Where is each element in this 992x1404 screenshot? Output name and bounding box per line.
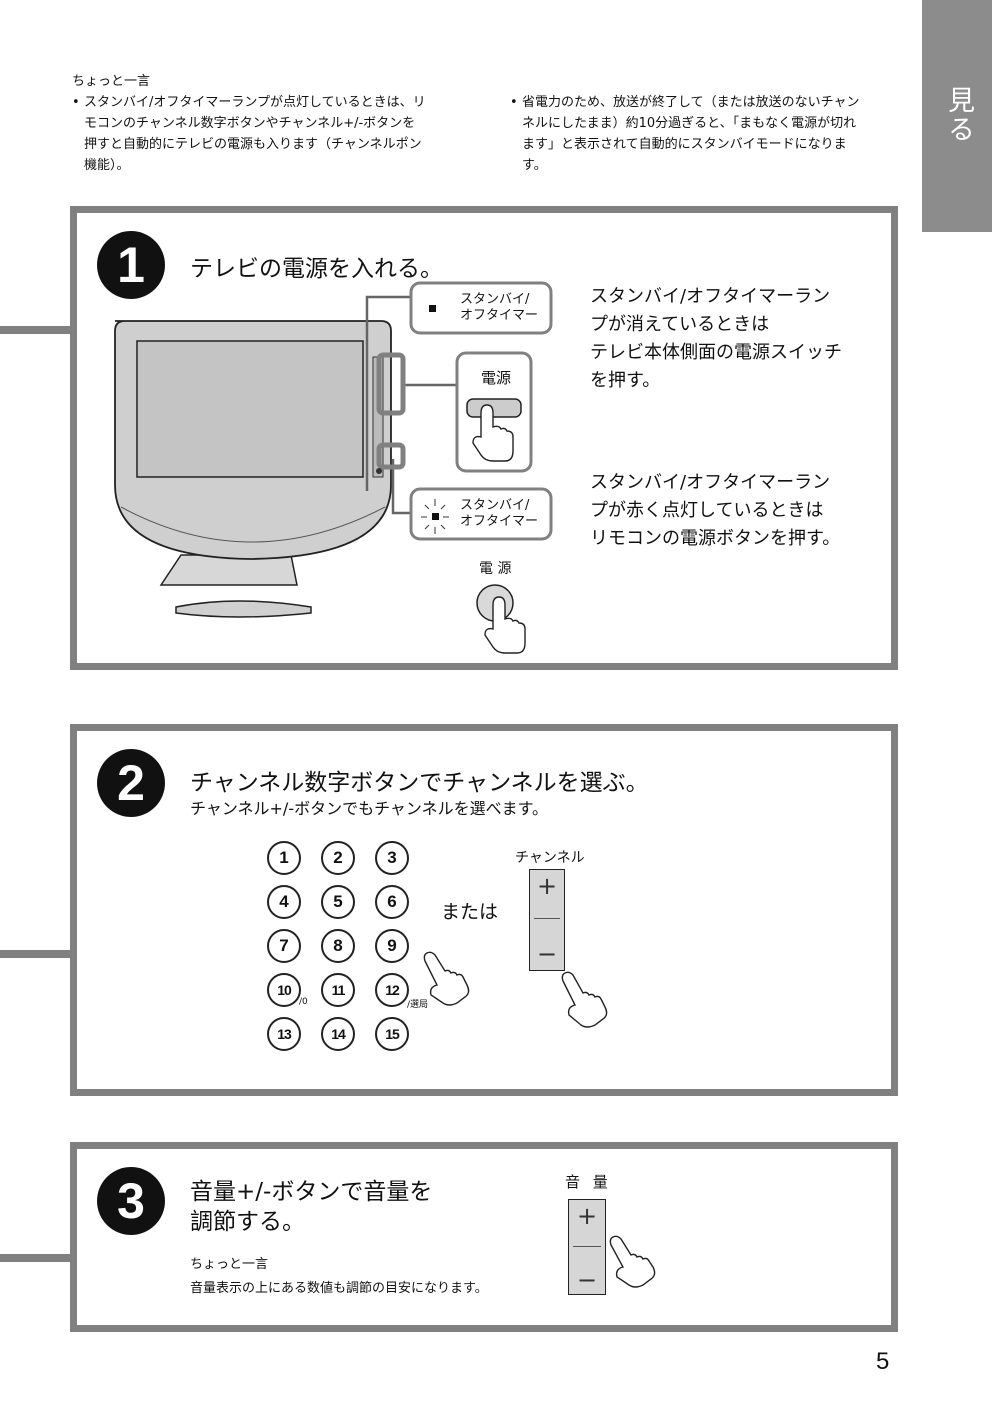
tip-line: モコンのチャンネル数字ボタンやチャンネル+/-ボタンを: [84, 116, 416, 131]
num-button-9: 9: [375, 929, 409, 963]
step2-box: 2 チャンネル数字ボタンでチャンネルを選ぶ。 チャンネル+/-ボタンでもチャンネ…: [70, 724, 898, 1096]
num-button-8: 8: [321, 929, 355, 963]
num-button-1: 1: [267, 841, 301, 875]
power-switch-label: 電源: [481, 369, 512, 387]
tip-line: ます」と表示されて自動的にスタンバイモードになりま: [522, 137, 847, 152]
channel-rocker: + −: [529, 869, 565, 971]
step3-title-line: 調節する。: [190, 1209, 305, 1235]
lamp-on-label: スタンバイ/ オフタイマー: [460, 498, 538, 530]
lamp-on-box: [409, 487, 553, 541]
tv-stand-neck: [159, 554, 298, 586]
section-tab: 見る: [922, 0, 992, 232]
num-button-2: 2: [321, 841, 355, 875]
step2-title: チャンネル数字ボタンでチャンネルを選ぶ。: [190, 770, 649, 796]
tv-stand-base: [175, 600, 312, 618]
tip-line: す。: [522, 158, 547, 173]
step1-title: テレビの電源を入れる。: [190, 256, 443, 282]
num-button-4: 4: [267, 885, 301, 919]
hand-icon: [609, 1235, 656, 1288]
bullet: •: [72, 95, 80, 110]
bullet: •: [510, 95, 518, 110]
remote-power-label: 電 源: [479, 561, 512, 577]
step1-number: 1: [97, 231, 165, 299]
num-button-13: 13: [267, 1017, 301, 1051]
power-switch-icon: [466, 398, 522, 418]
num-button-6: 6: [375, 885, 409, 919]
hand-icon: [561, 971, 608, 1028]
lamp-label-line: スタンバイ/: [460, 292, 530, 307]
desc-line: テレビ本体側面の電源スイッチ: [590, 342, 842, 363]
step2-subtitle: チャンネル+/-ボタンでもチャンネルを選べます。: [190, 799, 549, 818]
num-button-7: 7: [267, 929, 301, 963]
hand-icon: [484, 596, 526, 654]
step3-connector: [0, 1254, 74, 1262]
step3-number: 3: [97, 1167, 165, 1235]
step3-title-line: 音量+/-ボタンで音量を: [190, 1179, 433, 1205]
tip-left: • スタンバイ/オフタイマーランプが点灯しているときは、リ モコンのチャンネル数…: [72, 92, 484, 176]
lamp-label-line: オフタイマー: [460, 308, 539, 323]
num-button-14: 14: [321, 1017, 355, 1051]
channel-plus: +: [536, 872, 558, 900]
step1-connector: [0, 326, 74, 334]
step2-connector: [0, 950, 74, 958]
tip-line: ネルにしたまま）約10分過ぎると、「まもなく電源が切れ: [522, 116, 857, 131]
hand-icon: [423, 951, 470, 1006]
step2-number: 2: [97, 749, 165, 817]
volume-minus: −: [576, 1266, 598, 1294]
step1-desc-lamp-on: スタンバイ/オフタイマーラン プが赤く点灯しているときは リモコンの電源ボタンを…: [590, 469, 890, 553]
tip-line: 押すと自動的にテレビの電源も入ります（チャンネルポン: [84, 137, 422, 152]
tips-heading: ちょっと一言: [72, 74, 151, 89]
num-button-10-sublabel: /0: [299, 997, 308, 1007]
num-button-3: 3: [375, 841, 409, 875]
desc-line: スタンバイ/オフタイマーラン: [590, 472, 831, 493]
section-tab-label: 見る: [943, 86, 974, 144]
desc-line: スタンバイ/オフタイマーラン: [590, 286, 831, 307]
num-button-10: 10: [267, 973, 301, 1007]
num-button-5: 5: [321, 885, 355, 919]
tip-line: 省電力のため、放送が終了して（または放送のないチャン: [522, 95, 860, 110]
tip-line: スタンバイ/オフタイマーランプが点灯しているときは、リ: [84, 95, 426, 110]
volume-rocker: + −: [568, 1199, 606, 1295]
volume-label: 音 量: [565, 1173, 612, 1191]
tv-illustration: [114, 281, 553, 654]
lamp-rays: [421, 499, 449, 534]
desc-line: プが赤く点灯しているときは: [590, 500, 824, 521]
step3-title: 音量+/-ボタンで音量を 調節する。: [190, 1177, 432, 1237]
desc-line: プが消えているときは: [590, 314, 770, 335]
lamp-off-box: [409, 281, 553, 335]
tv-screen: [136, 340, 364, 478]
volume-plus: +: [576, 1202, 598, 1230]
num-button-12-sublabel: /選局: [407, 1000, 429, 1010]
lamp-label-line: オフタイマー: [460, 514, 539, 529]
or-text: または: [441, 901, 499, 923]
desc-line: を押す。: [590, 370, 661, 391]
channel-label: チャンネル: [515, 850, 585, 866]
step3-tip-text: 音量表示の上にある数値も調節の目安になります。: [190, 1281, 488, 1296]
lamp-highlight: [376, 442, 406, 470]
hand-icon: [472, 404, 514, 462]
lamp-on-icon: [432, 513, 439, 520]
step3-tip-heading: ちょっと一言: [190, 1257, 269, 1272]
num-button-11: 11: [321, 973, 355, 1007]
page-number: 5: [876, 1348, 890, 1375]
step1-box: 1 テレビの電源を入れる。: [70, 206, 898, 670]
tip-line: 機能）。: [84, 158, 130, 173]
desc-line: リモコンの電源ボタンを押す。: [590, 528, 841, 549]
lamp-off-label: スタンバイ/ オフタイマー: [460, 292, 538, 324]
step3-box: 3 音量+/-ボタンで音量を 調節する。 ちょっと一言 音量表示の上にある数値も…: [70, 1142, 898, 1332]
power-switch-highlight: [376, 352, 406, 416]
lamp-off-icon: [429, 305, 436, 312]
step1-desc-lamp-off: スタンバイ/オフタイマーラン プが消えているときは テレビ本体側面の電源スイッチ…: [590, 283, 890, 395]
channel-minus: −: [536, 940, 558, 968]
num-button-12: 12: [375, 973, 409, 1007]
lamp-label-line: スタンバイ/: [460, 498, 530, 513]
num-button-15: 15: [375, 1017, 409, 1051]
tip-right: • 省電力のため、放送が終了して（または放送のないチャン ネルにしたまま）約10…: [510, 92, 902, 176]
